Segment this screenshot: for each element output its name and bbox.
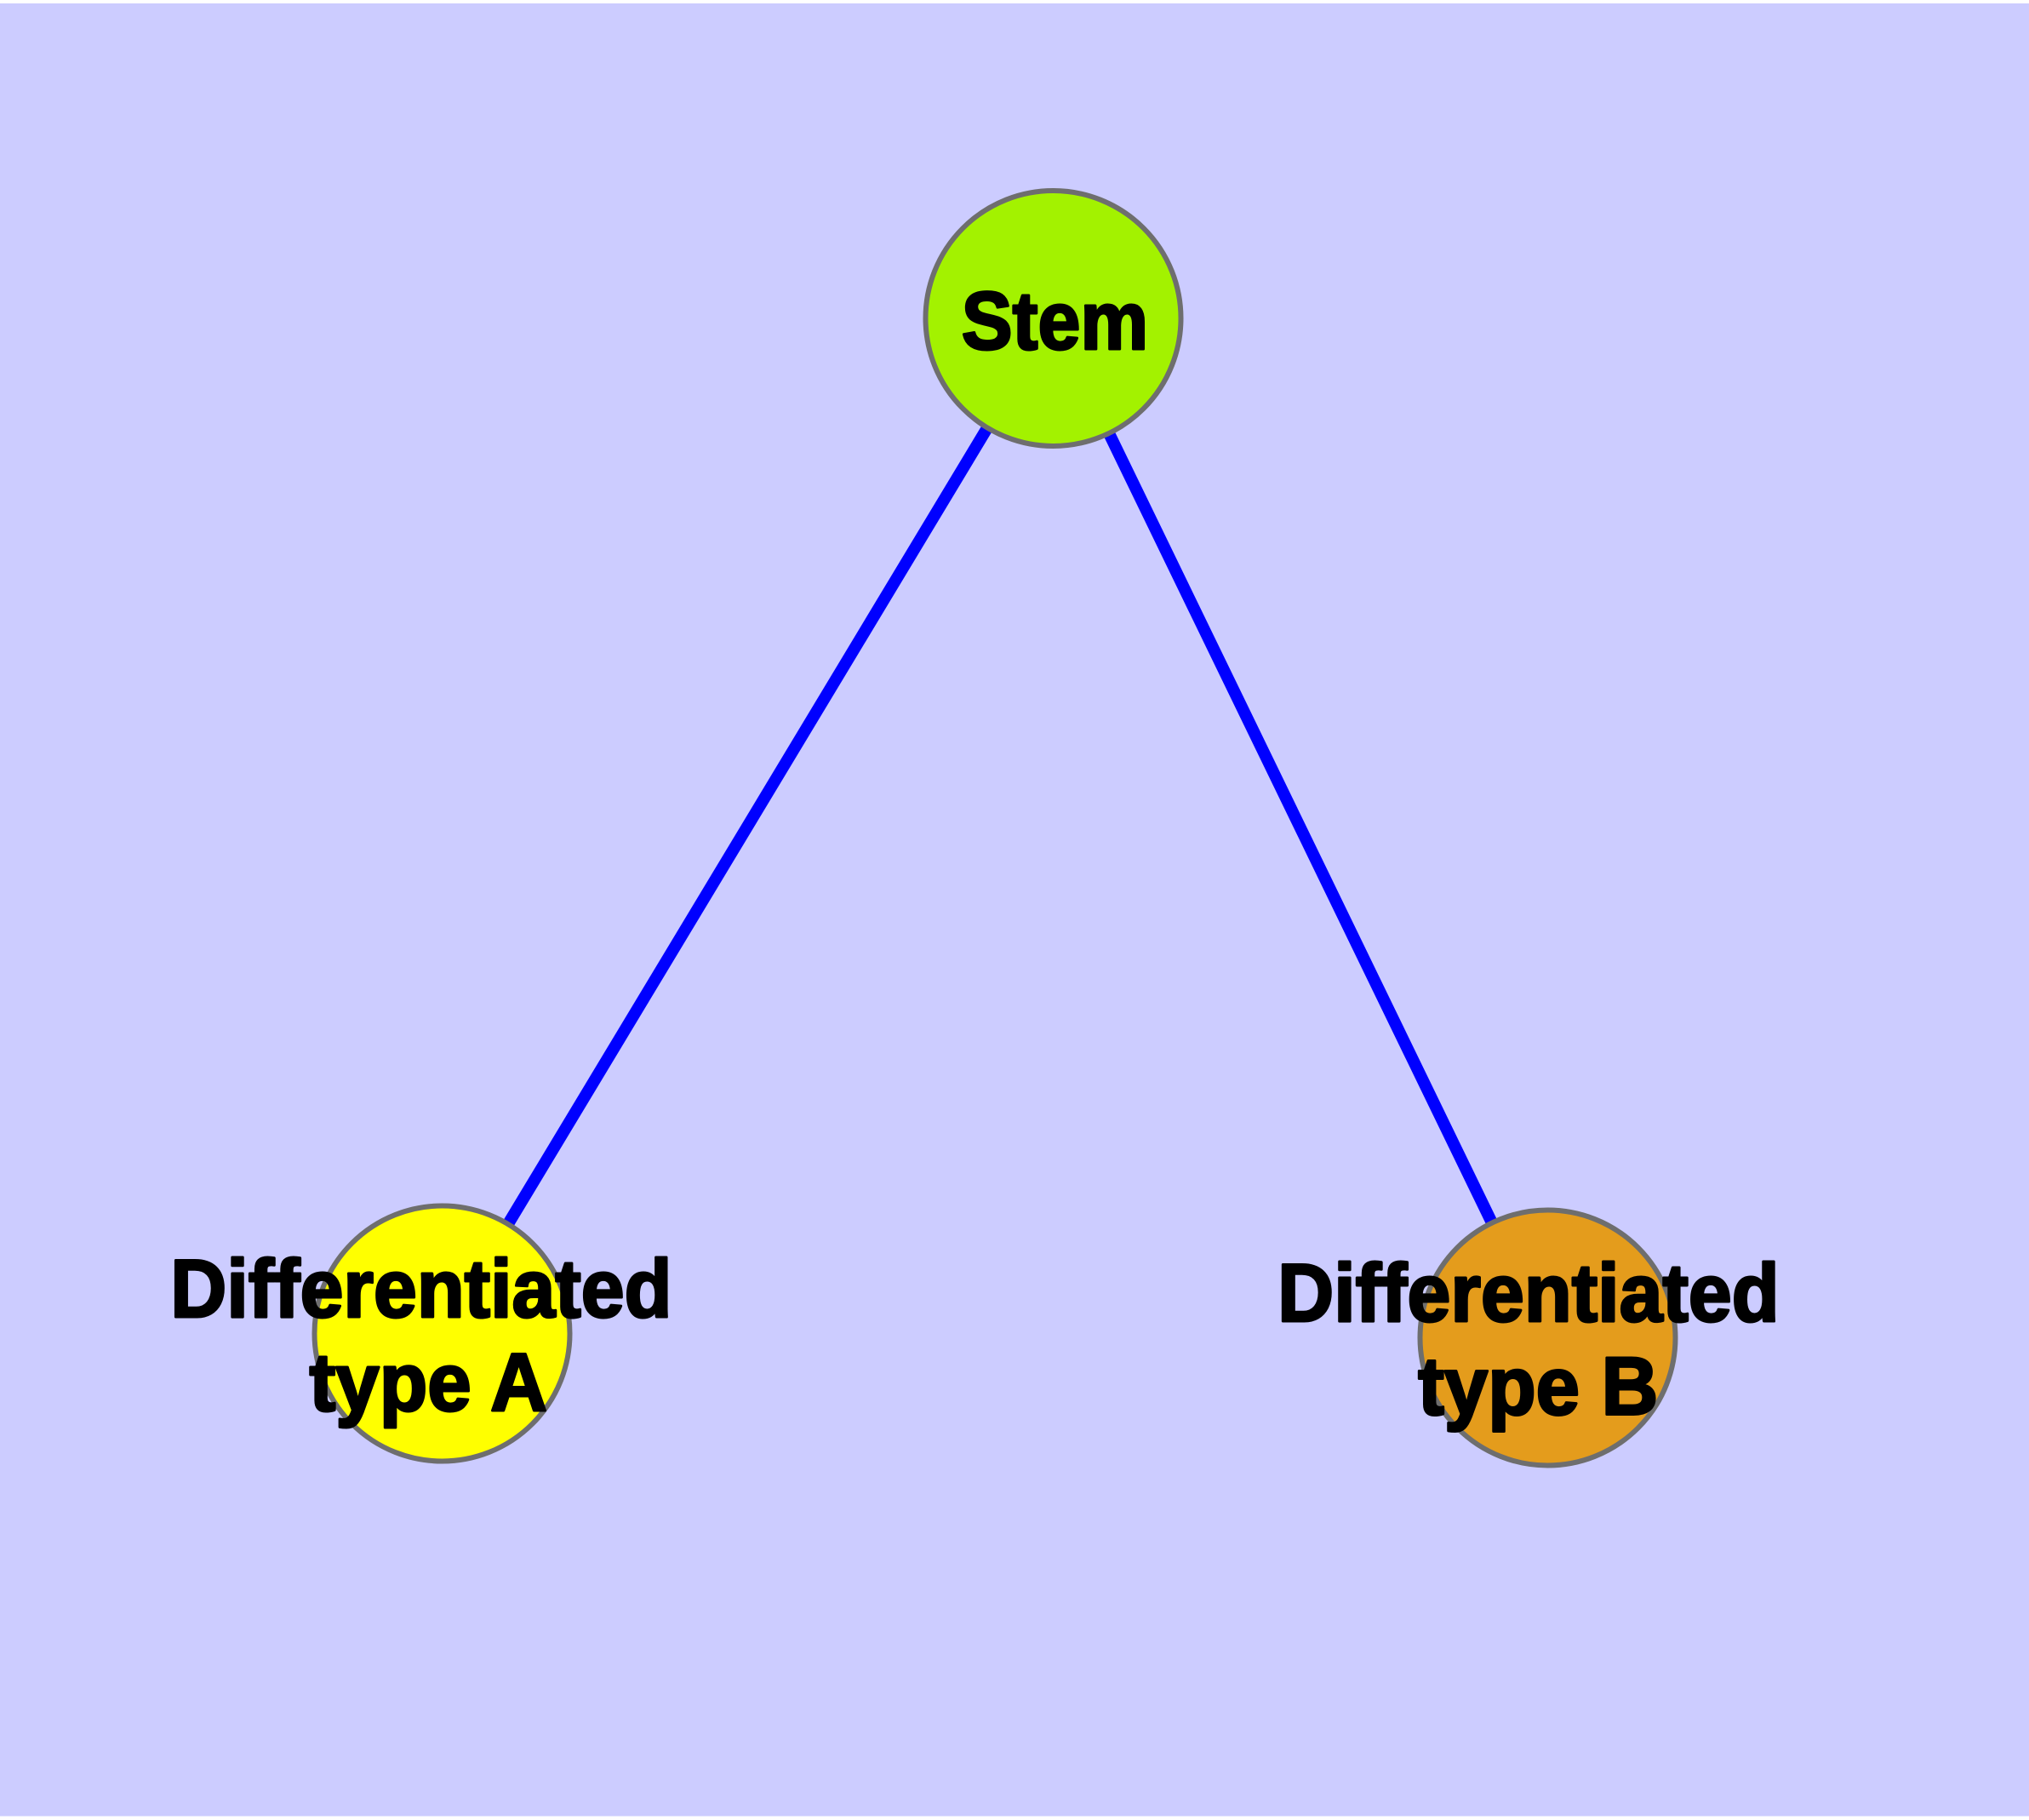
svg-text:Differentiated: Differentiated (170, 1244, 672, 1335)
svg-text:type A: type A (309, 1337, 547, 1428)
svg-text:Stem: Stem (962, 276, 1149, 367)
svg-text:type B: type B (1418, 1342, 1658, 1433)
svg-text:Differentiated: Differentiated (1277, 1248, 1780, 1339)
